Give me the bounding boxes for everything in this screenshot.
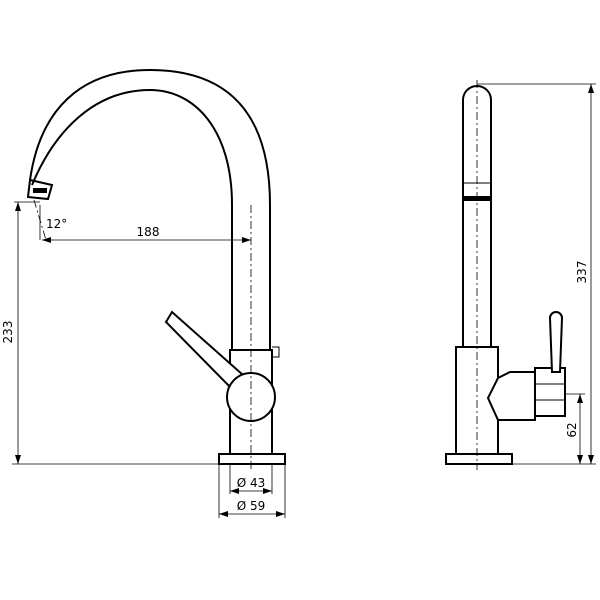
side-handle-cartridge: [534, 367, 566, 417]
dim-label-base-inner-diameter: Ø 43: [237, 476, 266, 490]
front-view: [26, 68, 286, 470]
side-dimensions: 337 62: [477, 83, 596, 465]
side-base-plate: [445, 453, 513, 465]
dim-label-spout-angle: 12°: [46, 217, 67, 231]
side-handle-lever: [548, 311, 564, 373]
dim-label-handle-height: 62: [565, 422, 579, 437]
spout-aerator: [26, 178, 54, 201]
front-dimensions: 233 188 12° Ø 43 Ø 59: [1, 201, 286, 518]
side-spout: [462, 85, 492, 348]
dim-label-spout-height: 233: [1, 321, 15, 344]
front-base-plate: [218, 453, 286, 465]
dim-label-total-height: 337: [575, 261, 589, 284]
front-spout: [31, 88, 233, 350]
dim-label-base-outer-diameter: Ø 59: [237, 499, 266, 513]
side-view: [445, 80, 566, 470]
dim-label-spout-reach: 188: [137, 225, 160, 239]
